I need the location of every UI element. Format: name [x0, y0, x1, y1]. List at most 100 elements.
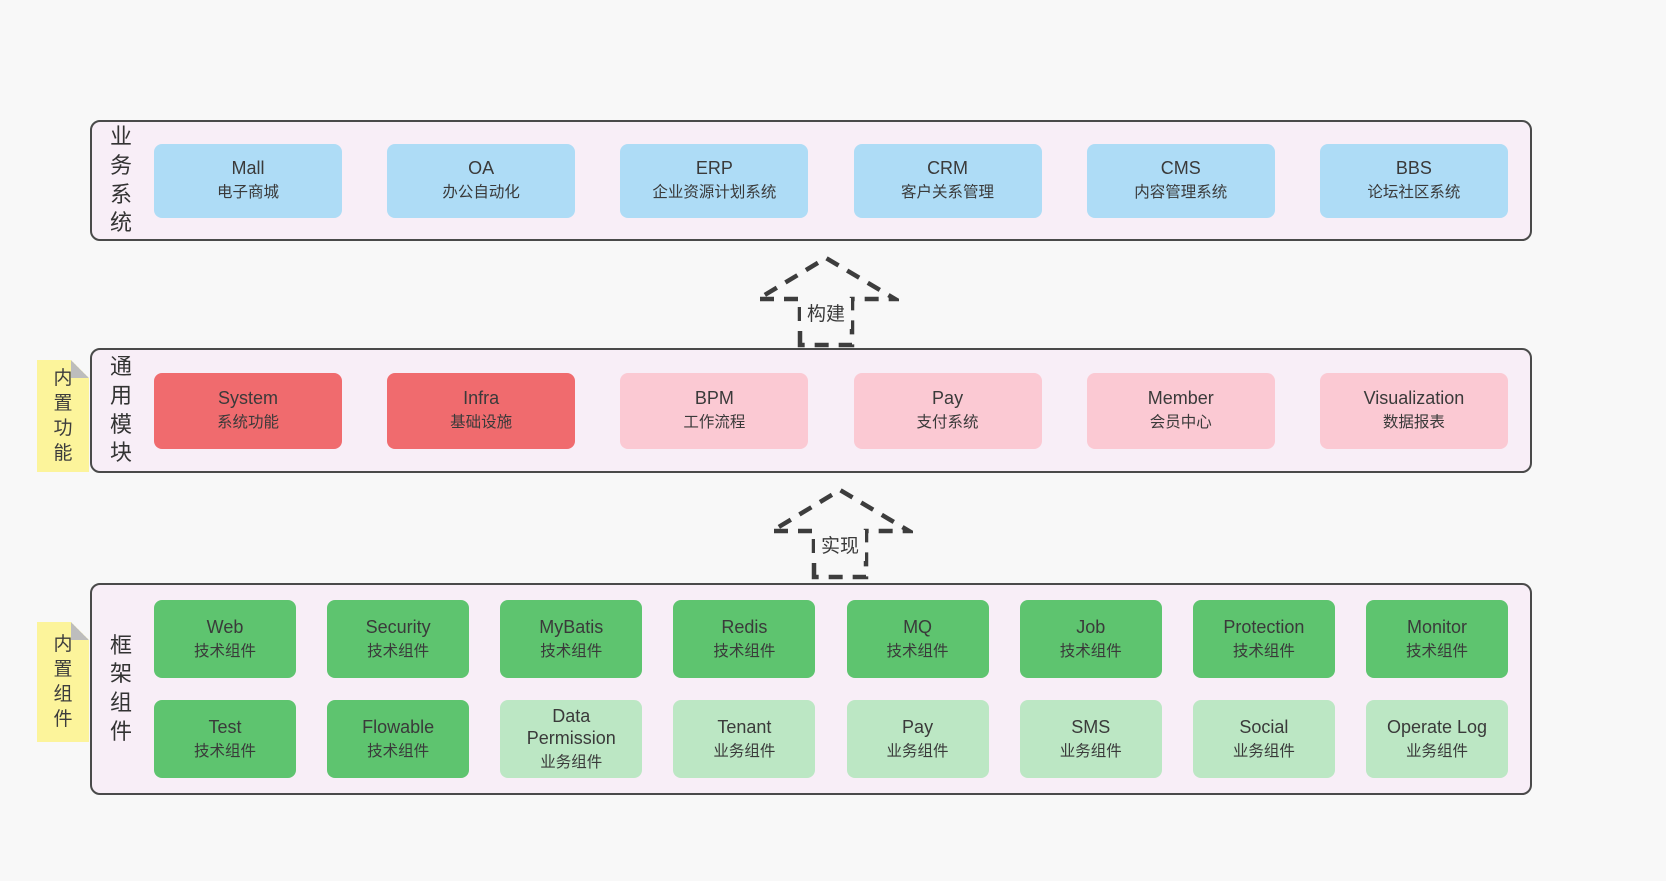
arrow-label-backdrop: [801, 298, 851, 329]
box-title: BBS: [1395, 158, 1432, 179]
box-subtitle: 电子商城: [216, 184, 279, 202]
box-subtitle: 业务组件: [1059, 742, 1122, 760]
note-built-in-functions: 内置功能: [37, 360, 89, 472]
box-subtitle: 业务组件: [540, 753, 603, 771]
box-title: Protection: [1223, 616, 1305, 637]
layer-label-text: 框架组件: [109, 632, 132, 744]
layer-label-text: 通用模块: [109, 354, 132, 466]
box-job: Job 技术组件: [1019, 600, 1162, 678]
layer-label: 框架组件: [92, 585, 150, 793]
box-oa: OA 办公自动化: [387, 143, 576, 218]
box-subtitle: 数据报表: [1382, 414, 1445, 432]
box-subtitle: 技术组件: [886, 642, 949, 660]
box-subtitle: 技术组件: [367, 742, 430, 760]
box-subtitle: 技术组件: [713, 642, 776, 660]
box-title: Pay: [902, 716, 934, 737]
box-title: ERP: [695, 158, 733, 179]
box-title: Pay: [932, 388, 964, 409]
box-title: CMS: [1160, 158, 1201, 179]
box-title: Mall: [231, 158, 265, 179]
box-subtitle: 会员中心: [1149, 414, 1212, 432]
box-web: Web 技术组件: [154, 600, 296, 678]
box-visualization: Visualization 数据报表: [1319, 372, 1508, 449]
box-title: Web: [206, 616, 244, 637]
box-subtitle: 系统功能: [216, 414, 279, 432]
box-system: System 系统功能: [154, 372, 342, 449]
box-title: CRM: [927, 158, 969, 179]
note-text: 内置功能: [53, 367, 73, 465]
box-subtitle: 工作流程: [683, 414, 746, 432]
box-title: OA: [468, 158, 495, 179]
box-erp: ERP 企业资源计划系统: [620, 143, 809, 218]
box-crm: CRM 客户关系管理: [853, 143, 1042, 218]
box-subtitle: 技术组件: [1059, 642, 1122, 660]
box-subtitle: 论坛社区系统: [1367, 184, 1461, 202]
box-data-permission: Data Permission 业务组件: [500, 700, 643, 778]
box-redis: Redis 技术组件: [673, 600, 816, 678]
box-subtitle: 技术组件: [1405, 642, 1468, 660]
box-title: Security: [365, 616, 431, 637]
box-subtitle: 客户关系管理: [901, 184, 995, 202]
box-mybatis: MyBatis 技术组件: [500, 600, 643, 678]
box-subtitle: 办公自动化: [442, 184, 520, 202]
box-subtitle: 基础设施: [450, 414, 513, 432]
box-title: Tenant: [717, 716, 772, 737]
box-subtitle: 业务组件: [1405, 742, 1468, 760]
layer-label: 业务系统: [92, 122, 150, 239]
implement-arrow-label: 实现: [821, 535, 859, 557]
box-tenant: Tenant 业务组件: [673, 700, 816, 778]
box-title: Test: [208, 716, 242, 737]
box-title: Data Permission: [526, 705, 616, 748]
box-title: Social: [1239, 716, 1289, 737]
box-title: SMS: [1071, 716, 1111, 737]
box-title: BPM: [694, 388, 734, 409]
box-title: Monitor: [1406, 616, 1467, 637]
box-subtitle: 业务组件: [1232, 742, 1295, 760]
box-social: Social 业务组件: [1192, 700, 1335, 778]
box-bpm: BPM 工作流程: [620, 372, 809, 449]
box-title: Visualization: [1363, 388, 1465, 409]
box-subtitle: 技术组件: [193, 642, 256, 660]
box-title: Flowable: [362, 716, 435, 737]
note-built-in-components: 内置组件: [37, 622, 89, 742]
box-subtitle: 技术组件: [540, 642, 603, 660]
box-security: Security 技术组件: [327, 600, 470, 678]
box-title: System: [217, 388, 278, 409]
box-subtitle: 企业资源计划系统: [652, 184, 777, 202]
box-subtitle: 支付系统: [916, 414, 979, 432]
build-arrow-icon: 构建: [754, 255, 899, 348]
box-title: Redis: [721, 616, 768, 637]
layer-label-text: 业务系统: [109, 124, 132, 236]
box-pay: Pay 支付系统: [853, 372, 1042, 449]
box-subtitle: 技术组件: [367, 642, 430, 660]
box-title: MyBatis: [539, 616, 604, 637]
box-flowable: Flowable 技术组件: [327, 700, 470, 778]
box-title: Job: [1076, 616, 1106, 637]
layer-business-systems: 业务系统 Mall 电子商城 OA 办公自动化 ERP 企业资源计划系统 CRM 客户关系管理…: [90, 120, 1532, 241]
box-protection: Protection 技术组件: [1192, 600, 1335, 678]
box-monitor: Monitor 技术组件: [1365, 600, 1508, 678]
box-bbs: BBS 论坛社区系统: [1319, 143, 1508, 218]
note-text: 内置组件: [53, 633, 73, 731]
box-subtitle: 技术组件: [1232, 642, 1295, 660]
arrow-label-backdrop: [815, 530, 865, 561]
box-title: Operate Log: [1386, 716, 1488, 737]
box-sms: SMS 业务组件: [1019, 700, 1162, 778]
box-subtitle: 业务组件: [713, 742, 776, 760]
box-operate-log: Operate Log 业务组件: [1365, 700, 1508, 778]
box-title: Member: [1147, 388, 1214, 409]
